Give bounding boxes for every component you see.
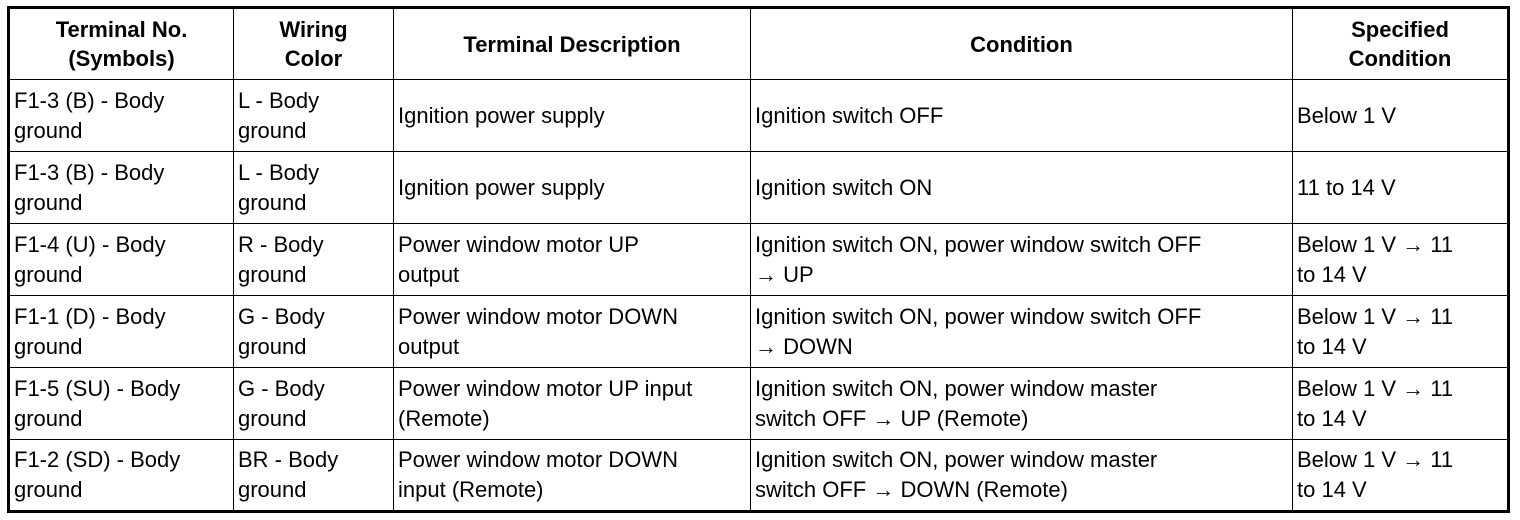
cell-condition: Ignition switch ON, power window switch … bbox=[750, 295, 1293, 368]
cell-specified: Below 1 V bbox=[1292, 79, 1509, 152]
cell-condition: Ignition switch ON bbox=[750, 151, 1293, 224]
header-condition: Condition bbox=[750, 7, 1293, 80]
header-terminal-no: Terminal No.(Symbols) bbox=[8, 7, 234, 80]
cell-description: Ignition power supply bbox=[393, 151, 751, 224]
header-terminal-description: Terminal Description bbox=[393, 7, 751, 80]
cell-description: Ignition power supply bbox=[393, 79, 751, 152]
cell-description: Power window motor UP input(Remote) bbox=[393, 367, 751, 440]
cell-condition: Ignition switch OFF bbox=[750, 79, 1293, 152]
cell-specified: 11 to 14 V bbox=[1292, 151, 1509, 224]
cell-condition: Ignition switch ON, power window switch … bbox=[750, 223, 1293, 296]
